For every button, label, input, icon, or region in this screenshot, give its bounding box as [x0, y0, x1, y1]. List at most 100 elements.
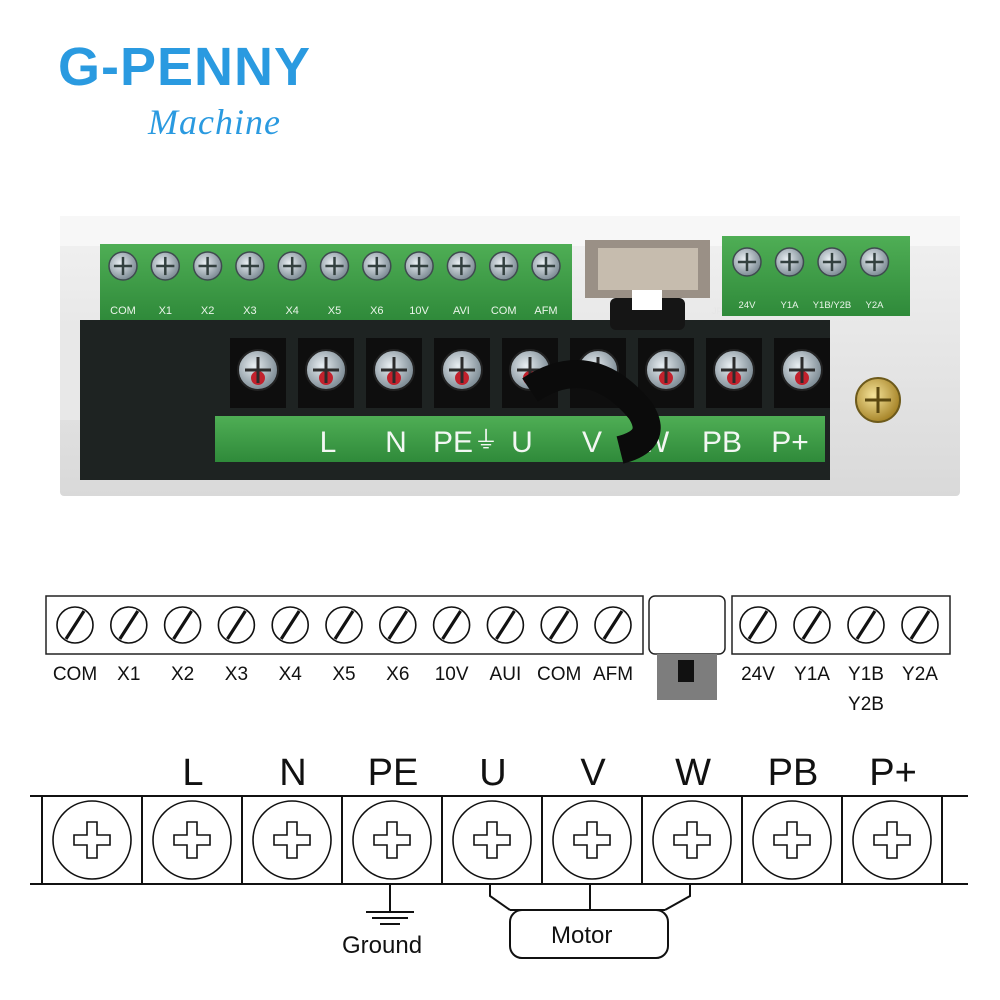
relay-sub-label: Y2B: [848, 694, 884, 715]
power-terminal-screw: [52, 800, 132, 880]
control-terminal-label: COM: [537, 664, 582, 685]
power-terminal-label: P+: [771, 426, 809, 459]
relay-terminal-strip: 24V Y1A Y1B/Y2B Y2A: [722, 236, 910, 316]
signal-terminal-screw: [277, 251, 307, 281]
relay-terminal-label: Y1B/Y2B: [813, 300, 852, 311]
signal-terminal-label: X3: [243, 305, 256, 317]
dip-switch-symbol: [648, 595, 726, 700]
signal-terminal-label: 10V: [409, 305, 429, 317]
control-terminal-screw: [110, 606, 148, 644]
signal-terminal-screw: [488, 251, 519, 281]
power-terminal-screw: [706, 338, 762, 408]
ground-symbol: [366, 884, 414, 925]
power-terminal-label: V: [580, 752, 606, 794]
power-terminal-label: N: [385, 426, 407, 459]
power-terminal-label: U: [511, 426, 533, 459]
control-terminal-label: AUI: [489, 664, 522, 685]
relay-terminal-label: Y1A: [794, 664, 830, 685]
power-terminal-screw: [252, 800, 332, 880]
control-terminal-screw: [378, 606, 417, 644]
ground-label: Ground: [342, 932, 423, 959]
control-terminal-screw: [325, 606, 363, 644]
signal-terminal-screw: [404, 251, 434, 281]
power-terminal-screw: [434, 338, 490, 408]
terminal-block-photo: COM X1 X2 X3 X4 X5 X6 10V AVI COM AFM JP8 24V Y1A Y1…: [60, 216, 960, 496]
signal-terminal-label: X5: [328, 305, 341, 317]
signal-terminal-label: AFM: [534, 305, 557, 317]
relay-terminal-screw: [901, 606, 939, 644]
control-terminal-screw: [163, 606, 202, 644]
power-terminal-label: PE: [367, 752, 419, 794]
relay-terminal-screw: [732, 247, 762, 277]
power-terminal-label: P+: [869, 752, 917, 794]
power-terminal-screw: [752, 800, 832, 880]
control-terminal-label: X6: [386, 664, 410, 685]
control-terminal-label: X2: [170, 664, 195, 685]
control-terminal-screw: [540, 606, 579, 644]
signal-terminal-label: AVI: [453, 305, 470, 317]
relay-terminal-screw: [793, 606, 831, 644]
relay-terminal-screw: [774, 247, 805, 277]
relay-terminal-label: Y1B: [848, 664, 884, 685]
signal-terminal-label: COM: [491, 305, 517, 317]
ground-symbol-icon: ⏚: [474, 426, 498, 454]
control-terminal-screw: [217, 606, 256, 644]
power-terminal-label: PE: [433, 426, 473, 459]
power-terminal-label: V: [582, 426, 602, 459]
signal-terminal-screw: [235, 251, 265, 281]
control-terminal-screw: [486, 606, 525, 644]
relay-terminal-label: Y2A: [866, 300, 885, 311]
earth-screw: [855, 377, 901, 423]
power-terminal-screw: [774, 338, 830, 408]
signal-terminal-screw: [531, 251, 561, 281]
power-terminal-label: W: [675, 752, 711, 794]
power-terminal-label: PB: [767, 752, 819, 794]
power-terminal-screw: [852, 800, 932, 880]
signal-terminal-screw: [362, 251, 392, 281]
control-terminal-label: COM: [52, 664, 98, 685]
power-terminal-label: U: [479, 752, 507, 794]
power-terminal-screw: [152, 800, 232, 880]
relay-terminal-label: Y1A: [781, 300, 800, 311]
control-terminal-label: X4: [278, 664, 302, 685]
power-terminal-screw: [552, 800, 632, 880]
control-terminal-label: AFM: [592, 664, 634, 685]
control-terminal-label: X5: [332, 664, 356, 685]
power-terminal-screw: [352, 800, 432, 880]
signal-terminal-screw: [446, 251, 477, 281]
signal-terminal-label: X6: [370, 305, 383, 317]
jumper-label: JP8: [712, 306, 728, 316]
power-terminal-screw: [298, 338, 354, 408]
relay-terminal-screw: [817, 247, 847, 277]
power-terminal-rails: [30, 795, 968, 885]
power-terminal-label: L: [182, 752, 204, 794]
control-terminal-screw: [432, 606, 471, 644]
signal-terminal-screw: [319, 251, 350, 281]
signal-terminal-label: X2: [201, 305, 214, 317]
control-terminal-label: 10V: [434, 664, 469, 685]
power-terminal-label: PB: [702, 426, 742, 459]
relay-terminal-screw: [847, 606, 885, 644]
signal-terminal-label: X4: [285, 305, 298, 317]
relay-terminal-label: 24V: [739, 300, 757, 311]
signal-terminal-screw: [150, 251, 181, 281]
relay-terminal-label: Y2A: [902, 664, 938, 685]
ribbon-cable: [522, 360, 661, 464]
control-terminal-screw: [594, 606, 632, 644]
control-terminal-screw: [56, 606, 94, 644]
power-terminal-label: L: [320, 426, 337, 459]
signal-terminal-label: COM: [110, 305, 136, 317]
signal-terminal-strip: COM X1 X2 X3 X4 X5 X6 10V AVI COM AFM: [100, 244, 572, 320]
power-terminal-screw: [652, 800, 732, 880]
power-terminal-screw: [366, 338, 422, 408]
power-terminal-label: N: [279, 752, 307, 794]
motor-label: Motor: [551, 922, 613, 949]
signal-terminal-screw: [108, 251, 138, 281]
signal-terminal-screw: [192, 251, 223, 281]
relay-terminal-label: 24V: [741, 664, 775, 685]
power-terminal-screw: [230, 338, 286, 408]
power-terminal-screw: [452, 800, 532, 880]
signal-terminal-label: X1: [159, 305, 172, 317]
